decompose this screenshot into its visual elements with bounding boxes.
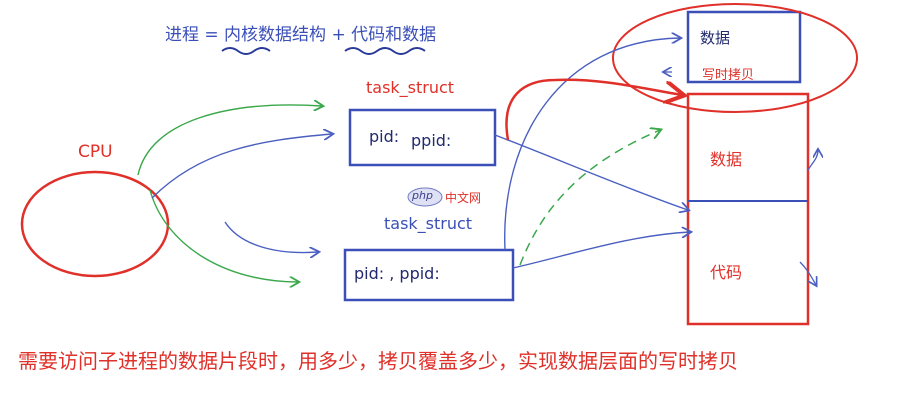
header-formula: 进程 = 内核数据结构 + 代码和数据 — [165, 25, 437, 45]
watermark-logo — [407, 187, 443, 207]
parent-ppid-label: ppid: — [411, 131, 452, 150]
copy-on-write-ellipse — [612, 3, 858, 113]
parent-task-title: task_struct — [366, 78, 455, 97]
main-memory-data-label: 数据 — [710, 150, 743, 169]
child-task-box — [343, 248, 515, 302]
main-memory-box — [686, 92, 810, 326]
top-memory-data-label: 数据 — [700, 29, 731, 47]
cpu-label: CPU — [78, 142, 113, 162]
caption-text: 需要访问子进程的数据片段时，用多少，拷贝覆盖多少，实现数据层面的写时拷贝 — [18, 349, 738, 373]
top-memory-box — [686, 10, 802, 84]
parent-task-box — [348, 108, 497, 167]
child-to-top-memory-arrow — [504, 38, 680, 251]
cpu-to-child-green-arrow — [149, 189, 298, 282]
parent-pid-label: pid: — [369, 127, 400, 146]
formula-underline-left — [221, 47, 271, 55]
copy-red-arrow — [505, 78, 682, 141]
watermark-site: 中文网 — [445, 191, 482, 205]
watermark-brand: php — [412, 189, 433, 202]
formula-underline-right — [344, 47, 426, 55]
child-task-title: task_struct — [384, 214, 473, 233]
child-to-code-arrow — [512, 232, 690, 269]
cpu-to-parent-blue-arrow — [151, 134, 332, 199]
parent-to-memory-arrow — [494, 134, 688, 210]
right-edge-arrow-top — [807, 150, 818, 171]
cpu-to-child-blue-arrow — [224, 221, 318, 253]
child-task-fields: pid: , ppid: — [354, 264, 440, 283]
copy-on-write-note: 写时拷贝 — [702, 68, 755, 83]
right-edge-arrow-bottom — [799, 261, 816, 285]
cpu-to-parent-green-arrow — [137, 105, 322, 176]
main-memory-code-label: 代码 — [710, 263, 743, 282]
child-to-data-dashed-arrow — [519, 130, 660, 266]
cpu-ellipse — [20, 170, 170, 278]
